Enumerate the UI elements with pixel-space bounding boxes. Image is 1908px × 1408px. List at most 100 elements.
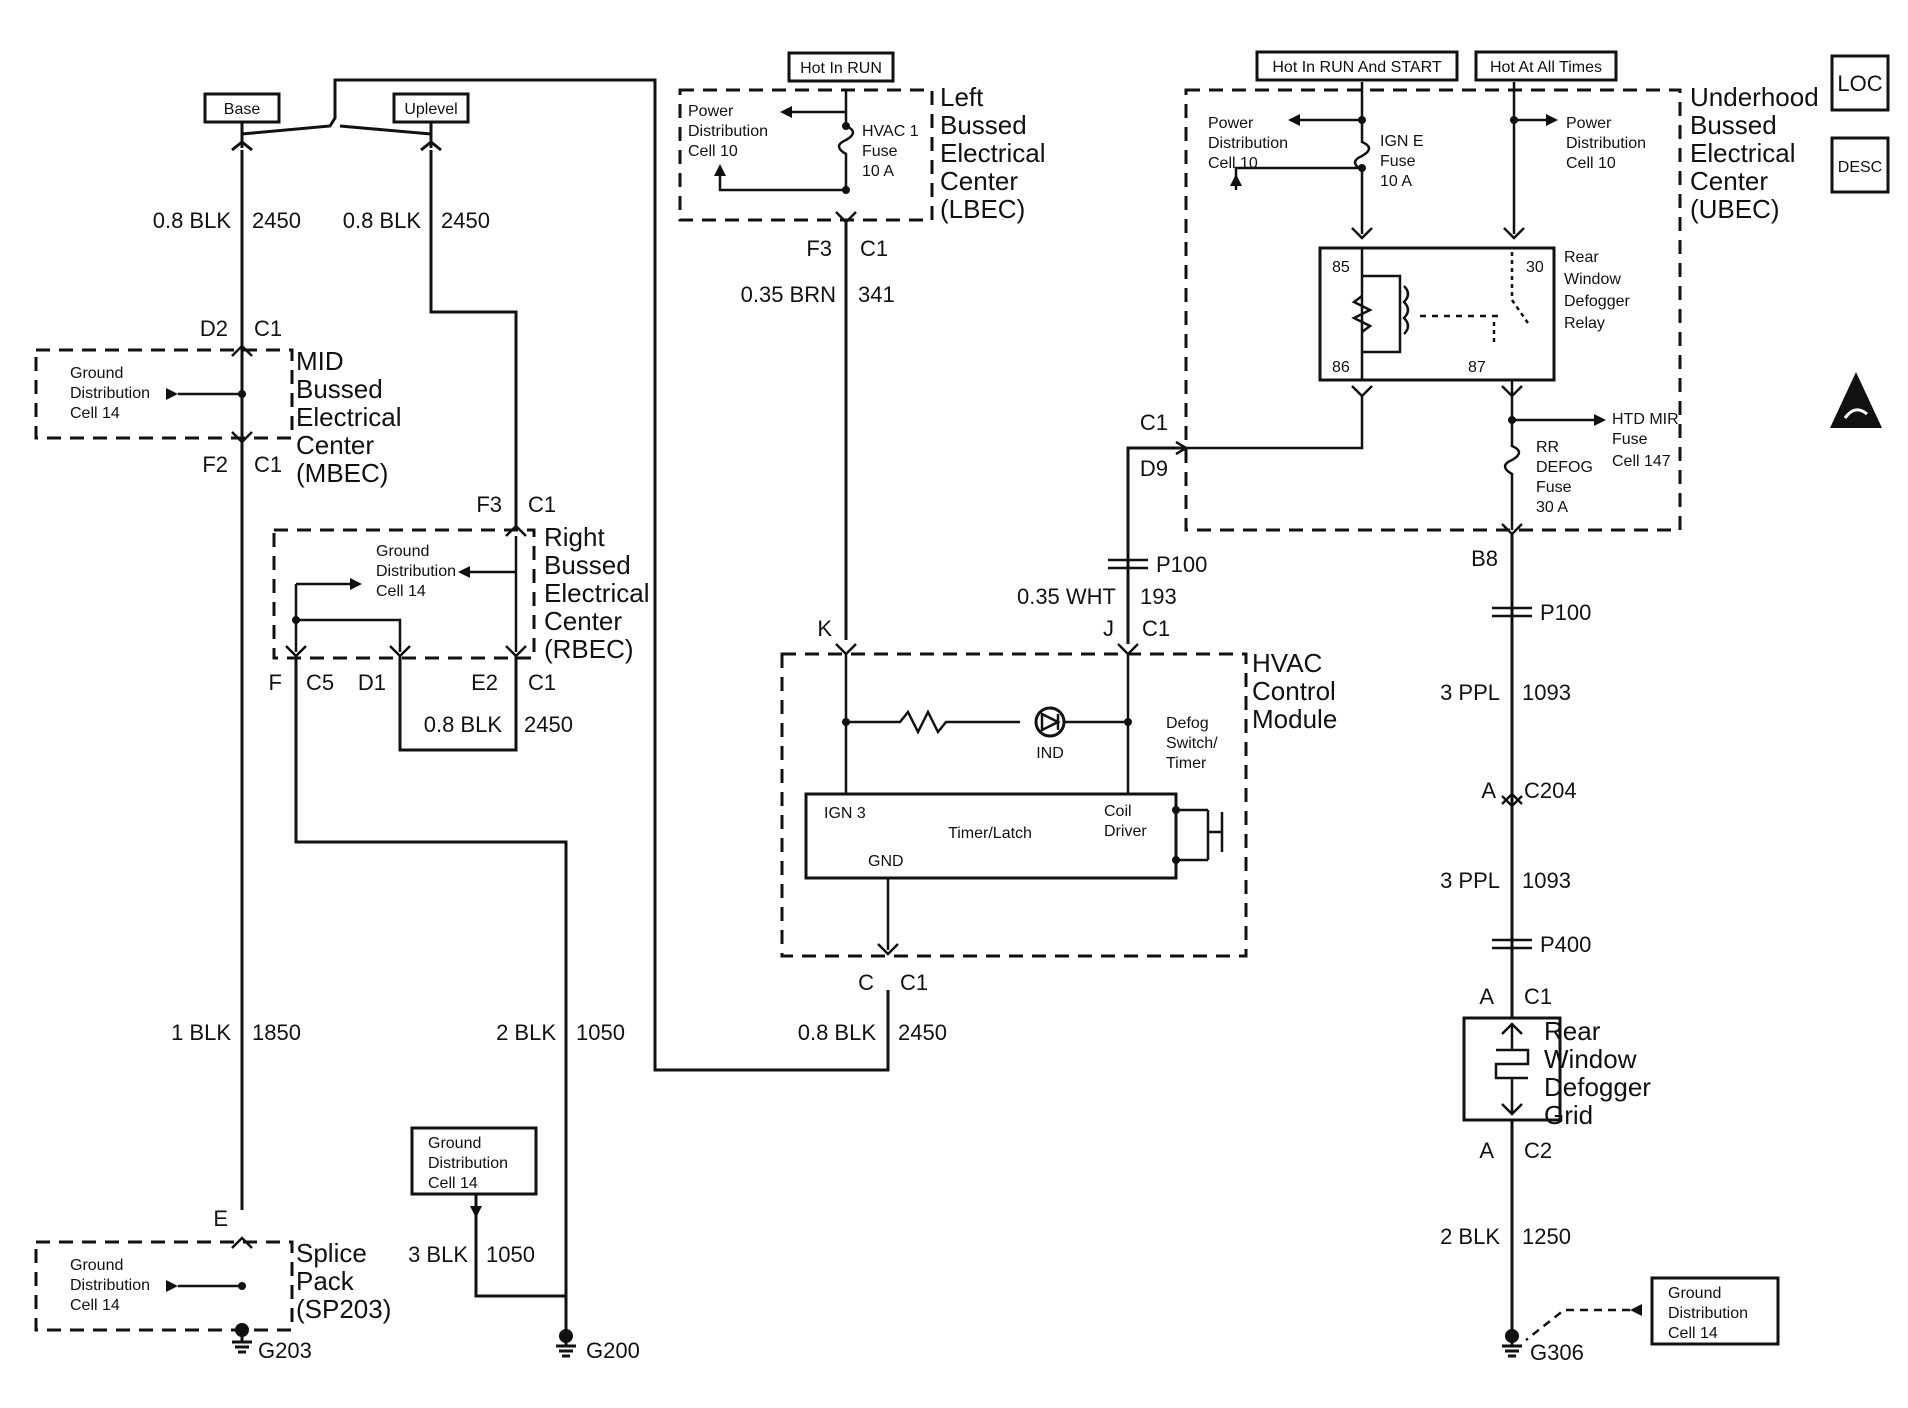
esd-warning-icon — [1830, 372, 1882, 428]
ign3-label: IGN 3 — [824, 805, 866, 822]
wire-color: 0.35 WHT — [1017, 584, 1116, 609]
connector-pin: F3 — [806, 236, 832, 261]
connector-id: C1 — [528, 670, 556, 695]
connector-pin: A — [1479, 1138, 1494, 1163]
uplevel-label: Uplevel — [404, 101, 457, 118]
desc-label: DESC — [1838, 159, 1882, 176]
driver-label: Driver — [1104, 823, 1147, 840]
hot-all-times-label: Hot At All Times — [1490, 59, 1602, 76]
wire-circuit: 2450 — [441, 208, 490, 233]
wire-circuit: 1850 — [252, 1020, 301, 1045]
loc-label: LOC — [1837, 71, 1882, 96]
defogger-grid-label: Rear Window Defogger Grid — [1544, 1016, 1658, 1130]
wire-circuit: 1050 — [576, 1020, 625, 1045]
htd-mir-ref: HTD MIR Fuse Cell 147 — [1612, 411, 1683, 470]
timer-latch-label: Timer/Latch — [948, 825, 1032, 842]
p400-inline — [1492, 938, 1532, 950]
connector-pin: D1 — [358, 670, 386, 695]
connector-pin: A — [1481, 778, 1496, 803]
g306-ground-ref-text: Ground Distribution Cell 14 — [1668, 1285, 1752, 1342]
wire-circuit: 2450 — [524, 712, 573, 737]
defog-switch-label: Defog Switch/ Timer — [1166, 715, 1222, 772]
wire-circuit: 341 — [858, 282, 895, 307]
connector-pin: K — [817, 616, 832, 641]
mbec-box — [34, 344, 294, 444]
hot-in-run-label: Hot In RUN — [800, 60, 882, 77]
wire-2450-uplevel — [429, 150, 518, 530]
connector-id: C1 — [254, 316, 282, 341]
loc-icon[interactable]: LOC — [1830, 54, 1890, 112]
connector-id: C1 — [1142, 616, 1170, 641]
rbec-ground-ref: Ground Distribution Cell 14 — [376, 543, 460, 600]
rbec-label: Right Bussed Electrical Center (RBEC) — [544, 522, 657, 664]
connector-id: P100 — [1156, 552, 1207, 577]
hvac-module-box — [780, 643, 1248, 958]
wire-circuit: 1093 — [1522, 680, 1571, 705]
connector-id: C1 — [900, 970, 928, 995]
wire-circuit: 1250 — [1522, 1224, 1571, 1249]
p100-inline-b — [1492, 606, 1532, 618]
wire-color: 0.35 BRN — [741, 282, 836, 307]
splice-pack-box — [34, 1236, 294, 1337]
connector-pin: E2 — [471, 670, 498, 695]
g200-label: G200 — [586, 1338, 640, 1363]
g200-ground-symbol — [556, 1340, 576, 1358]
rr-defog-fuse-label: RR DEFOG Fuse 30 A — [1536, 439, 1597, 516]
mbec-ground-ref: Ground Distribution Cell 14 — [70, 365, 154, 422]
connector-pin: F3 — [476, 492, 502, 517]
gnd-label: GND — [868, 853, 904, 870]
wire-circuit: 2450 — [252, 208, 301, 233]
relay-pin-86: 86 — [1332, 359, 1350, 376]
wire-1050-rbec — [294, 656, 568, 1340]
lbec-label: Left Bussed Electrical Center (LBEC) — [940, 82, 1053, 224]
g203-label: G203 — [258, 1338, 312, 1363]
hvac-module-label: HVAC Control Module — [1252, 648, 1343, 734]
connector-pin: F — [269, 670, 282, 695]
g306-ground-ref — [1502, 1276, 1780, 1358]
uplevel-header: Uplevel — [392, 92, 470, 124]
hot-in-run-header: Hot In RUN — [787, 51, 895, 83]
c204-connector — [1501, 792, 1523, 808]
ground-ref-box-g200 — [410, 1126, 573, 1343]
ubec-power-ref-right: Power Distribution Cell 10 — [1566, 115, 1650, 172]
wire-color: 3 PPL — [1440, 868, 1500, 893]
g203-ground-symbol — [232, 1330, 252, 1354]
defogger-grid — [1462, 1016, 1562, 1122]
coil-label: Coil — [1104, 803, 1132, 820]
wire-circuit: 2450 — [898, 1020, 947, 1045]
option-selector-wires — [231, 78, 890, 1072]
connector-pin: B8 — [1471, 546, 1498, 571]
ind-label: IND — [1036, 745, 1064, 762]
relay-pin-87: 87 — [1468, 359, 1486, 376]
relay-label: Rear Window Defogger Relay — [1564, 249, 1634, 332]
wire-color: 0.8 BLK — [424, 712, 503, 737]
connector-id: C1 — [860, 236, 888, 261]
relay-pin-30: 30 — [1526, 259, 1544, 276]
ubec-power-ref-left: Power Distribution Cell 10 — [1208, 115, 1292, 172]
connector-id: C1 — [1524, 984, 1552, 1009]
splice-pack-label: Splice Pack (SP203) — [296, 1238, 391, 1324]
connector-id: C1 — [254, 452, 282, 477]
wire-color: 2 BLK — [496, 1020, 556, 1045]
connector-pin: A — [1479, 984, 1494, 1009]
connector-id: C1 — [528, 492, 556, 517]
desc-icon[interactable]: DESC — [1830, 136, 1890, 194]
connector-pin: F2 — [202, 452, 228, 477]
connector-pin: J — [1103, 616, 1114, 641]
connector-pin: D9 — [1140, 456, 1168, 481]
wire-2450-rbec-loop — [398, 656, 518, 752]
wire-color: 2 BLK — [1440, 1224, 1500, 1249]
g200-ground-ref: Ground Distribution Cell 14 — [428, 1135, 512, 1192]
wire-193 — [1126, 446, 1180, 644]
hot-all-times-header: Hot At All Times — [1474, 50, 1618, 82]
wire-color: 0.8 BLK — [798, 1020, 877, 1045]
hot-run-start-label: Hot In RUN And START — [1272, 59, 1441, 76]
mbec-label: MID Bussed Electrical Center (MBEC) — [296, 346, 409, 488]
g306-label: G306 — [1530, 1340, 1584, 1365]
relay-pin-85: 85 — [1332, 259, 1350, 276]
hvac1-fuse-label: HVAC 1 Fuse 10 A — [862, 123, 923, 180]
connector-pin: D2 — [200, 316, 228, 341]
connector-pin: E — [213, 1206, 228, 1231]
hot-run-start-header: Hot In RUN And START — [1255, 50, 1459, 82]
